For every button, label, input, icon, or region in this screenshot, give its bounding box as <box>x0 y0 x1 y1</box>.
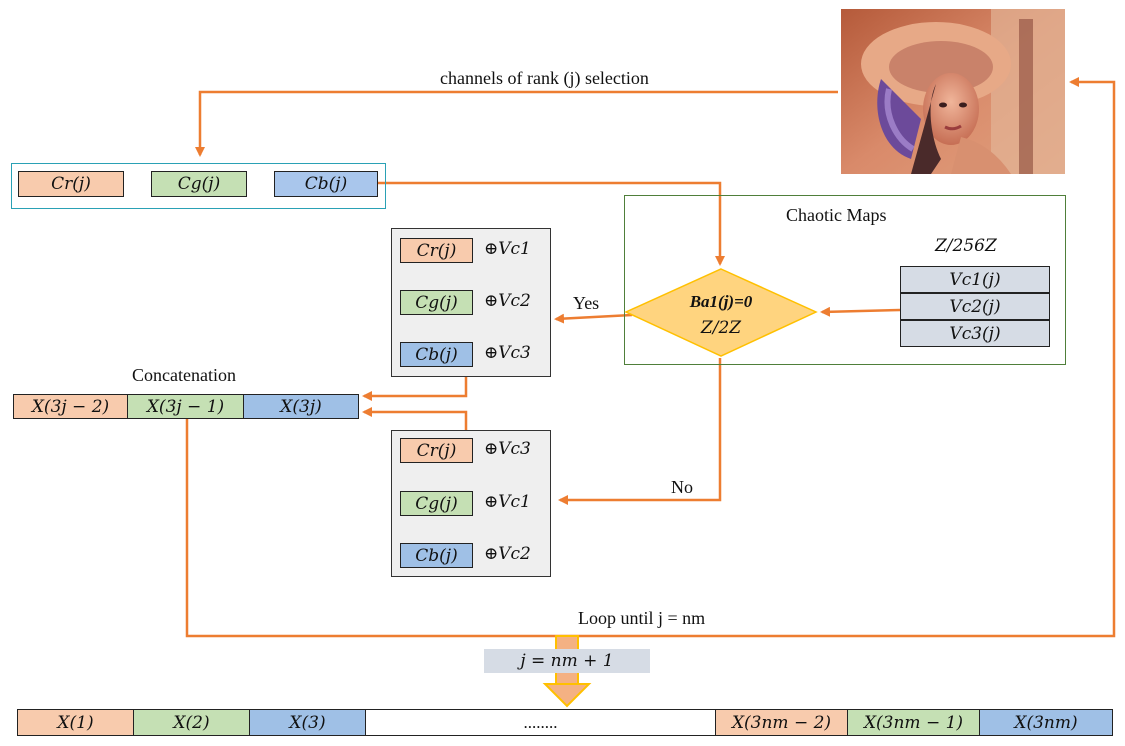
concat-cell-3: X(3j) <box>243 394 359 419</box>
arrow-yes-to-concat <box>362 377 468 401</box>
channel-cg: Cg(j) <box>151 171 247 197</box>
yes-cg: Cg(j) <box>400 290 473 315</box>
vector-vc1: Vc1(j) <box>900 266 1050 293</box>
output-cell-1: X(1) <box>17 709 134 736</box>
output-cell-n2: X(3nm − 2) <box>715 709 848 736</box>
decision-ring: Z/2Z <box>700 318 742 338</box>
concat-cell-1: X(3j − 2) <box>13 394 128 419</box>
chaotic-ring: Z/256Z <box>935 236 997 256</box>
increment-label: j = nm + 1 <box>520 651 614 671</box>
no-cb: Cb(j) <box>400 543 473 568</box>
output-cell-3: X(3) <box>249 709 366 736</box>
vector-vc2: Vc2(j) <box>900 293 1050 320</box>
no-xor-1: ⊕Vc3 <box>484 439 531 459</box>
output-cell-n: X(3nm) <box>979 709 1113 736</box>
yes-xor-3: ⊕Vc3 <box>484 343 531 363</box>
lena-image <box>841 9 1065 174</box>
yes-cb: Cb(j) <box>400 342 473 367</box>
concat-title: Concatenation <box>132 365 236 385</box>
no-xor-2: ⊕Vc1 <box>484 492 531 512</box>
no-cr: Cr(j) <box>400 438 473 463</box>
concat-cell-2: X(3j − 1) <box>127 394 244 419</box>
arrow-vectors-to-decision <box>820 306 901 317</box>
chaotic-maps-title: Chaotic Maps <box>786 205 887 225</box>
yes-xor-1: ⊕Vc1 <box>484 239 531 259</box>
yes-cr: Cr(j) <box>400 238 473 263</box>
loop-label: Loop until j = nm <box>578 608 706 628</box>
yes-label: Yes <box>573 293 600 313</box>
arrow-channels-to-decision <box>378 181 725 266</box>
decision-condition: Ba1(j)=0 <box>689 292 753 311</box>
channel-selection-panel <box>11 163 386 209</box>
vector-vc3: Vc3(j) <box>900 320 1050 347</box>
yes-xor-2: ⊕Vc2 <box>484 291 531 311</box>
loop-line <box>185 77 1116 638</box>
output-ellipsis: ........ <box>365 709 716 736</box>
no-label: No <box>671 477 693 497</box>
arrow-image-to-channels <box>195 90 838 157</box>
arrow-yes <box>554 313 633 324</box>
channel-cr: Cr(j) <box>18 171 124 197</box>
arrow-no-to-concat <box>362 407 468 430</box>
no-xor-3: ⊕Vc2 <box>484 544 531 564</box>
output-cell-n1: X(3nm − 1) <box>847 709 980 736</box>
output-cell-2: X(2) <box>133 709 250 736</box>
selection-label: channels of rank (j) selection <box>440 68 649 88</box>
arrow-no <box>558 358 722 505</box>
channel-cb: Cb(j) <box>274 171 378 197</box>
increment-box <box>484 649 650 673</box>
no-cg: Cg(j) <box>400 491 473 516</box>
